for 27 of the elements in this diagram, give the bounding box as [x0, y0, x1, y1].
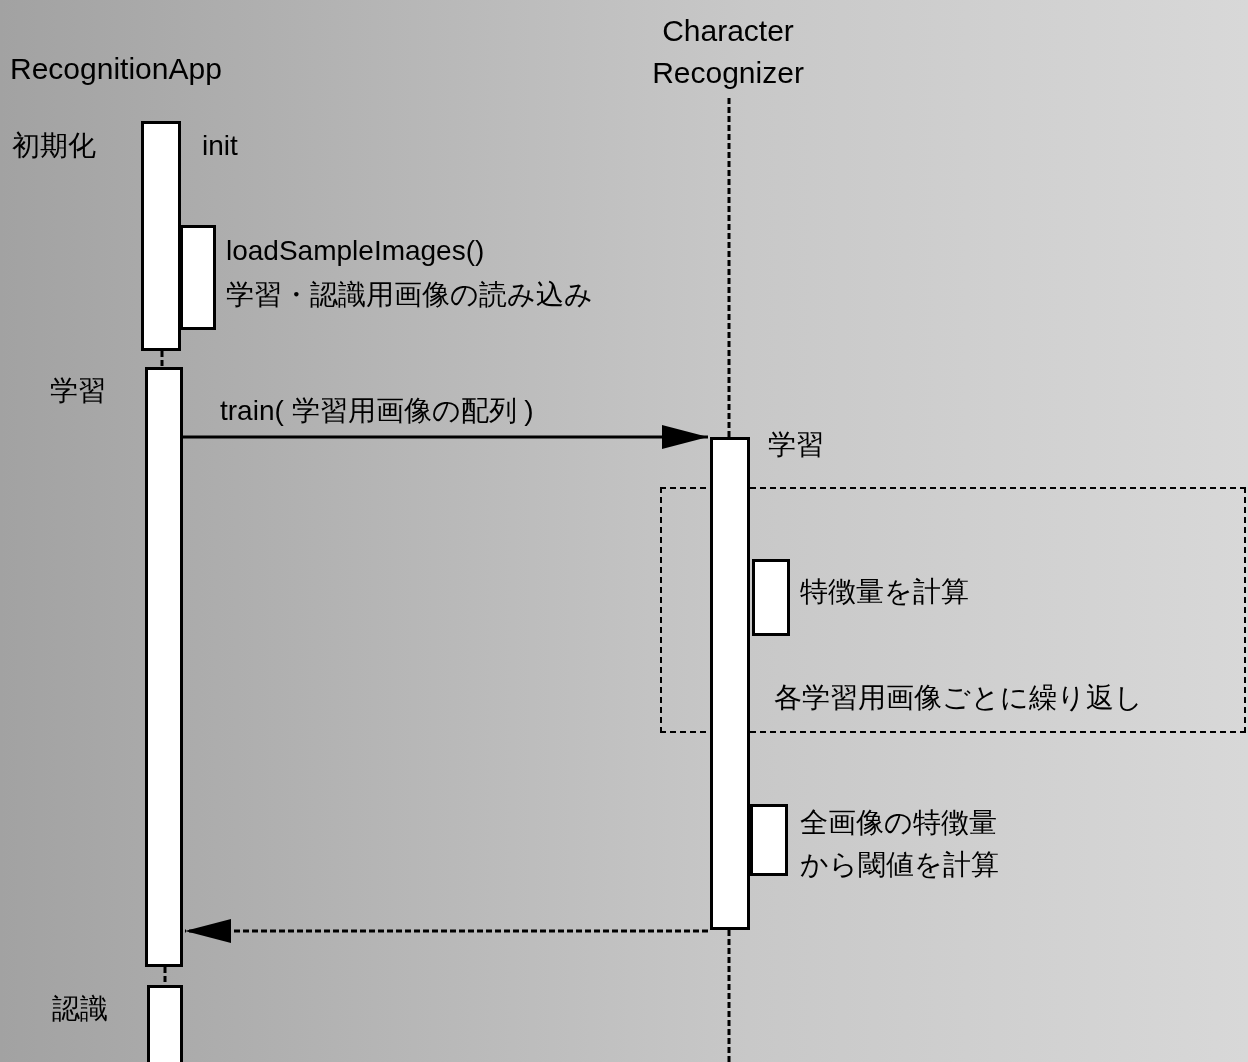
loop-label: 各学習用画像ごとに繰り返し: [774, 681, 1143, 715]
activation-bar: [145, 367, 183, 967]
message-arrow: [183, 425, 708, 449]
activation-bar: [752, 559, 790, 636]
edge-label: train( 学習用画像の配列 ): [220, 394, 534, 428]
lifeline: [163, 967, 167, 985]
loop-frame: [660, 487, 1246, 733]
step-label: 学習・認識用画像の読み込み: [226, 278, 593, 312]
lifeline: [727, 930, 731, 1062]
activation-bar: [180, 225, 216, 330]
method-label: loadSampleImages(): [226, 234, 485, 268]
phase-label: 初期化: [12, 129, 96, 163]
participant-label: Character Recognizer: [618, 10, 838, 94]
method-label: init: [202, 129, 238, 163]
activation-bar: [750, 804, 788, 876]
return-arrow: [185, 919, 708, 943]
participant-label: RecognitionApp: [10, 50, 222, 88]
lifeline: [160, 351, 164, 367]
phase-label: 認識: [52, 992, 108, 1026]
activation-bar: [147, 985, 183, 1062]
phase-label: 学習: [50, 374, 106, 408]
step-label: 特徴量を計算: [800, 575, 969, 609]
phase-label: 学習: [768, 428, 824, 462]
activation-bar: [710, 437, 750, 930]
activation-bar: [141, 121, 181, 351]
step-label: 全画像の特徴量から閾値を計算: [800, 806, 1000, 882]
lifeline: [727, 98, 731, 437]
